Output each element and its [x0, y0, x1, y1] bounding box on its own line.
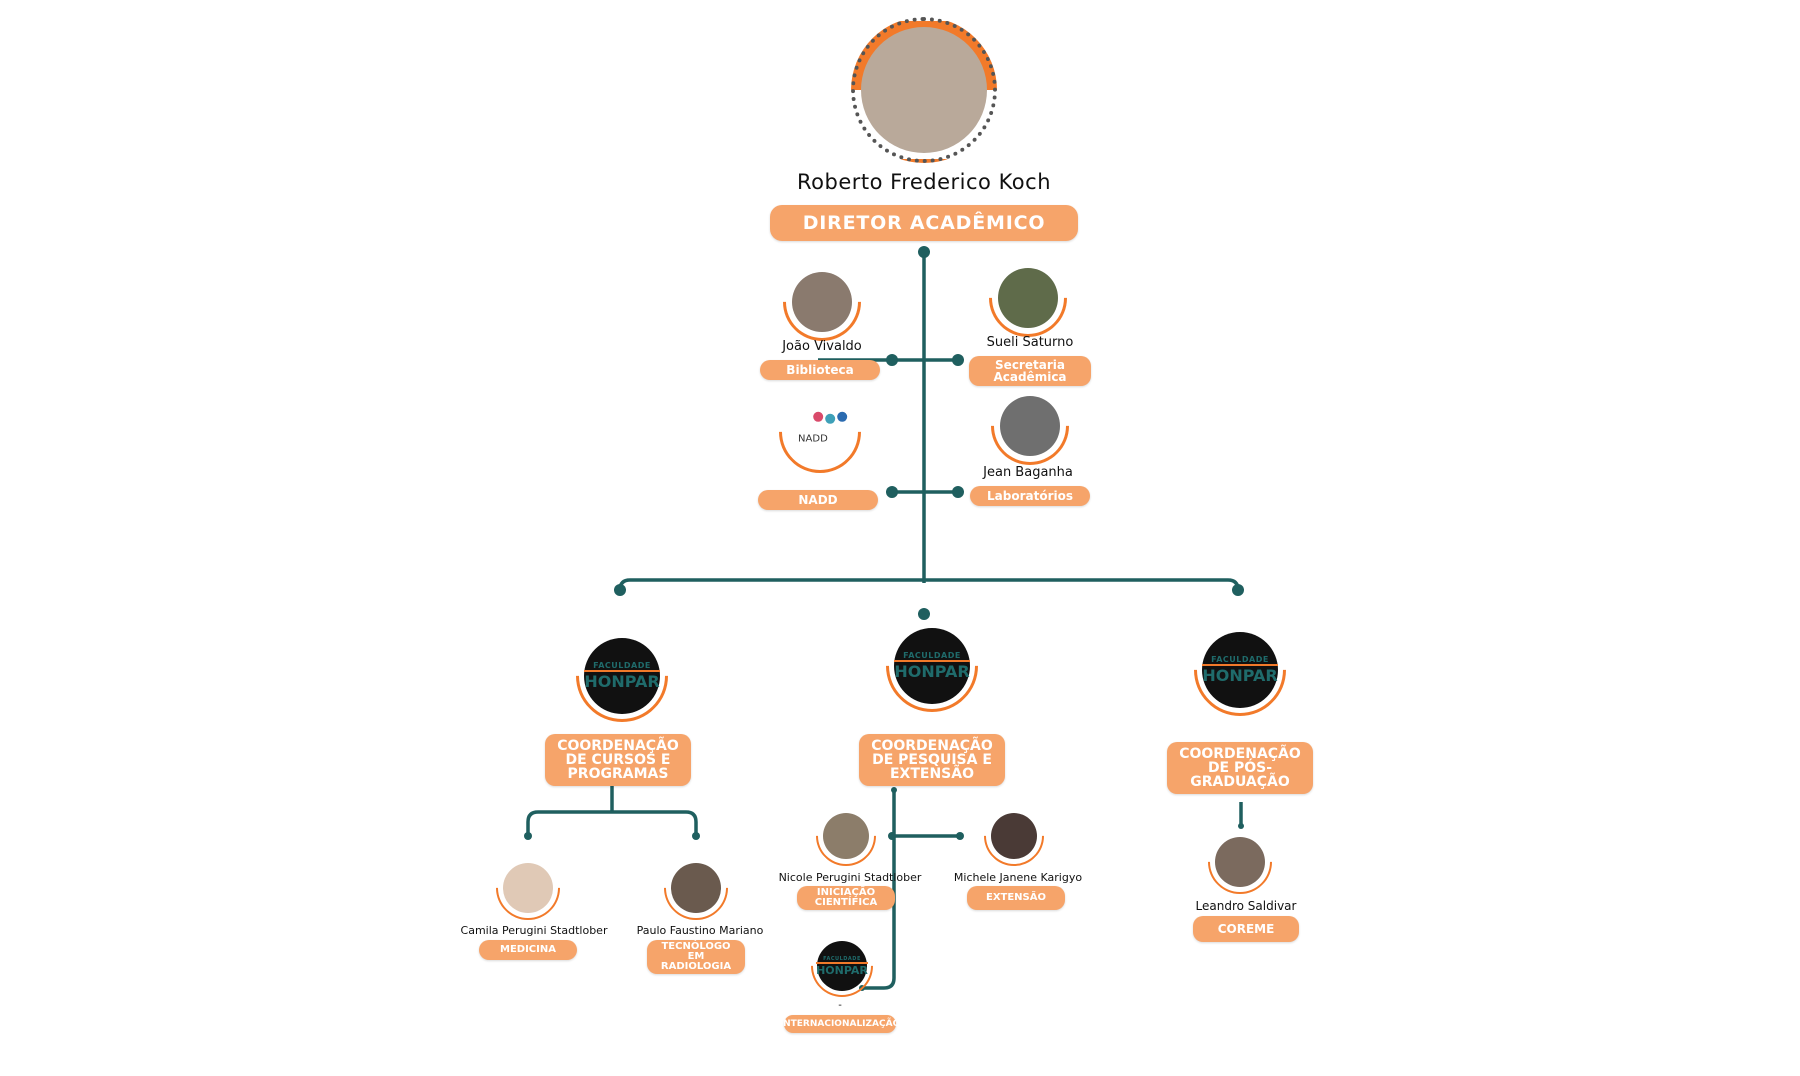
- staff-name-jean: Jean Baganha: [983, 465, 1073, 480]
- member-name-internacionalizacao: -: [838, 1000, 842, 1011]
- member-name-camila: Camila Perugini Stadtlober: [460, 924, 608, 937]
- staff-role-nadd: NADD: [758, 490, 878, 510]
- nadd-logo-text: NADD: [797, 433, 828, 445]
- member-role-iniciacao: INICIAÇÃO CIENTÍFICA: [797, 886, 895, 910]
- honpar-logo: FACULDADE HONPAR: [1202, 632, 1278, 708]
- staff-role-biblioteca: Biblioteca: [760, 360, 880, 380]
- director-avatar: [861, 27, 987, 153]
- staff-role-laboratorios: Laboratórios: [970, 486, 1090, 506]
- director-photo: [851, 17, 997, 163]
- honpar-logo: FACULDADE HONPAR: [584, 638, 660, 714]
- coord-title-pesquisa: COORDENAÇÃO DE PESQUISA E EXTENSÃO: [859, 734, 1005, 786]
- member-role-medicina: MEDICINA: [479, 940, 577, 960]
- member-role-internacionalizacao: INTERNACIONALIZAÇÃO: [780, 1015, 900, 1033]
- staff-name-joao: João Vivaldo: [782, 339, 862, 354]
- member-name-nicole: Nicole Perugini Stadtlober: [778, 871, 922, 884]
- member-role-radiologia: TECNÓLOGO EM RADIOLOGIA: [647, 940, 745, 974]
- member-role-extensao: EXTENSÃO: [967, 886, 1065, 910]
- honpar-logo: FACULDADE HONPAR: [816, 941, 868, 991]
- staff-role-secretaria: Secretaria Acadêmica: [969, 356, 1091, 386]
- staff-name-sueli: Sueli Saturno: [986, 335, 1074, 350]
- coord-title-cursos: COORDENAÇÃO DE CURSOS E PROGRAMAS: [545, 734, 691, 786]
- member-name-paulo: Paulo Faustino Mariano: [636, 924, 764, 937]
- member-name-leandro: Leandro Saldivar: [1195, 899, 1297, 913]
- honpar-logo: FACULDADE HONPAR: [894, 628, 970, 704]
- nadd-logo-icon: [809, 411, 849, 434]
- director-name: Roberto Frederico Koch: [797, 170, 1051, 194]
- member-name-michele: Michele Janene Karigyo: [953, 871, 1083, 884]
- coord-title-pos: COORDENAÇÃO DE PÓS-GRADUAÇÃO: [1167, 742, 1313, 794]
- member-role-coreme: COREME: [1193, 916, 1299, 942]
- director-role: DIRETOR ACADÊMICO: [770, 205, 1078, 241]
